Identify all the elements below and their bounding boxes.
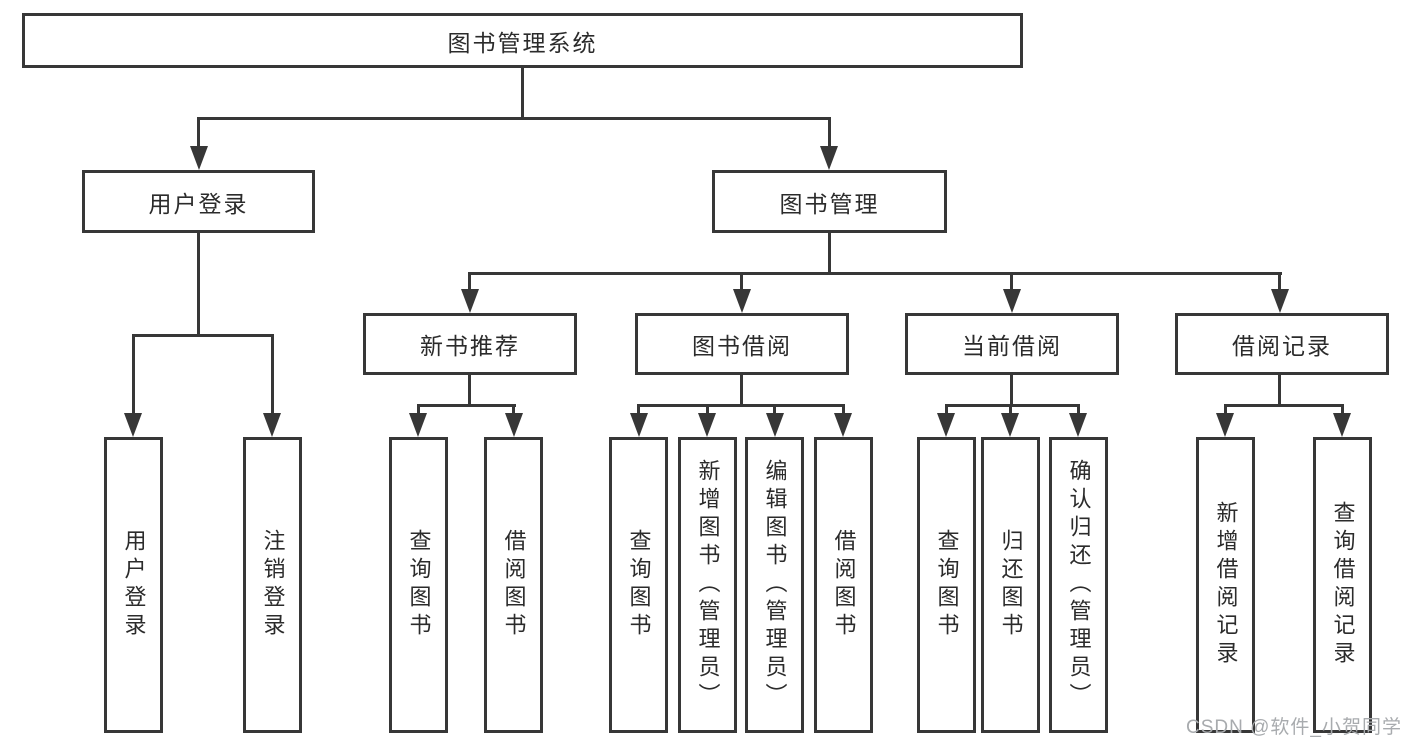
connector-line [740,272,743,292]
leaf-add-books-admin: 新增图书（管理员） [678,437,737,733]
arrow-down-icon [505,413,523,437]
connector-line [468,272,471,292]
leaf-query-borrow-record: 查询借阅记录 [1313,437,1372,733]
node-label: 查询图书 [406,529,432,641]
leaf-borrow-books: 借阅图书 [814,437,873,733]
connector-line [1010,272,1013,292]
arrow-down-icon [1001,413,1019,437]
connector-line [197,233,200,337]
leaf-return-books: 归还图书 [981,437,1040,733]
connector-line [197,117,830,120]
connector-line [1224,404,1344,407]
node-label: 查询图书 [626,529,652,641]
arrow-down-icon [461,289,479,313]
connector-line [132,334,274,337]
arrow-down-icon [1003,289,1021,313]
arrow-down-icon [1216,413,1234,437]
connector-line [468,272,1282,275]
connector-line [197,117,200,149]
node-label: 归还图书 [998,529,1024,641]
arrow-down-icon [834,413,852,437]
node-label: 查询图书 [934,529,960,641]
leaf-confirm-return-admin: 确认归还（管理员） [1049,437,1108,733]
connector-line [740,375,743,407]
connector-line [271,334,274,426]
connector-line [1278,375,1281,407]
arrow-down-icon [190,146,208,170]
connector-line [468,375,471,407]
node-label: 注销登录 [260,529,286,641]
node-label: 确认归还（管理员） [1066,459,1092,711]
arrow-down-icon [630,413,648,437]
leaf-query-books-recommend: 查询图书 [389,437,448,733]
arrow-down-icon [124,413,142,437]
node-label: 新增图书（管理员） [695,459,721,711]
node-label: 查询借阅记录 [1330,501,1356,669]
node-root-library-system: 图书管理系统 [22,13,1023,68]
arrow-down-icon [409,413,427,437]
arrow-down-icon [698,413,716,437]
leaf-logout: 注销登录 [243,437,302,733]
leaf-add-borrow-record: 新增借阅记录 [1196,437,1255,733]
node-label: 图书管理 [779,190,880,217]
csdn-watermark: CSDN @软件_小贺同学 [1186,717,1402,738]
node-label: 用户登录 [148,190,249,217]
leaf-query-books-borrowing: 查询图书 [609,437,668,733]
node-label: 编辑图书（管理员） [762,459,788,711]
connector-line [828,233,831,275]
leaf-borrow-books-recommend: 借阅图书 [484,437,543,733]
arrow-down-icon [1271,289,1289,313]
node-label: 用户登录 [121,529,147,641]
connector-line [637,404,845,407]
node-book-borrowing: 图书借阅 [635,313,849,375]
connector-line [1010,375,1013,407]
leaf-edit-books-admin: 编辑图书（管理员） [745,437,804,733]
node-book-management: 图书管理 [712,170,947,233]
arrow-down-icon [1333,413,1351,437]
connector-line [417,404,516,407]
node-user-login: 用户登录 [82,170,315,233]
node-label: 当前借阅 [962,333,1062,359]
arrow-down-icon [733,289,751,313]
arrow-down-icon [766,413,784,437]
arrow-down-icon [263,413,281,437]
node-label: 新增借阅记录 [1213,501,1239,669]
node-label: 图书借阅 [692,333,792,359]
connector-line [132,334,135,426]
connector-line [945,404,1080,407]
node-borrowing-records: 借阅记录 [1175,313,1389,375]
arrow-down-icon [1069,413,1087,437]
arrow-down-icon [820,146,838,170]
connector-line [521,68,524,120]
node-current-borrowing: 当前借阅 [905,313,1119,375]
node-label: 新书推荐 [420,333,520,359]
connector-line [828,117,831,149]
node-new-book-recommend: 新书推荐 [363,313,577,375]
leaf-user-login: 用户登录 [104,437,163,733]
arrow-down-icon [937,413,955,437]
node-label: 借阅图书 [831,529,857,641]
connector-line [1278,272,1281,292]
node-label: 借阅记录 [1232,333,1332,359]
node-label: 借阅图书 [501,529,527,641]
node-label: 图书管理系统 [447,29,598,56]
leaf-query-books-current: 查询图书 [917,437,976,733]
